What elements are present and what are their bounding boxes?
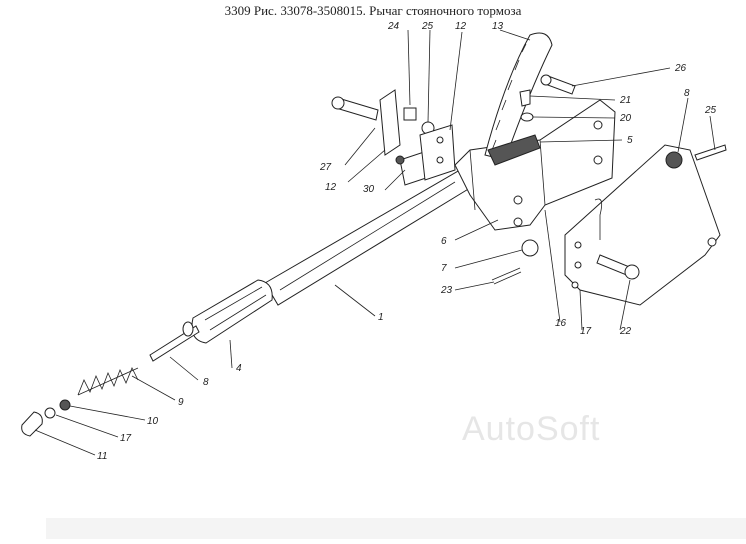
- callout-13: 12: [455, 21, 467, 32]
- callout-11: 11: [97, 451, 107, 462]
- callout-1: 1: [378, 312, 384, 323]
- ratchet-sector: [484, 32, 553, 161]
- leader-lines: [34, 29, 716, 456]
- callout-8-right: 8: [684, 88, 690, 99]
- callout-9: 9: [178, 397, 184, 408]
- callout-30: 30: [363, 184, 375, 195]
- lever-body: [454, 99, 616, 231]
- callout-labels: 27 12 30 24 25 12 13 26 21 20 5 6 7 23 1…: [97, 21, 717, 462]
- nut-8b: [665, 151, 683, 169]
- watermark: AutoSoft: [462, 410, 601, 448]
- callout-27: 26: [674, 63, 687, 74]
- washer-17b: [520, 112, 534, 122]
- bolt-27: [519, 74, 576, 122]
- nut-30: [395, 155, 405, 165]
- nut-10: [59, 399, 71, 411]
- callout-12: 12: [325, 182, 337, 193]
- callout-5: 8: [203, 377, 209, 388]
- callout-21: 22: [619, 326, 632, 337]
- bolt-21: [596, 254, 640, 280]
- callout-25: 25: [704, 105, 717, 116]
- callout-23: 25: [421, 21, 434, 32]
- callout-16: 17: [580, 326, 592, 337]
- cap-11: [21, 411, 43, 437]
- bolt-20: [519, 89, 531, 107]
- callout-8-left: 7: [441, 263, 447, 274]
- spacer-22: [403, 107, 417, 121]
- caption-bar: [46, 518, 746, 539]
- pin-25: [694, 144, 727, 161]
- callout-17-top: 20: [619, 113, 632, 124]
- callout-17-bottom: 17: [120, 433, 132, 444]
- callout-20: 21: [619, 95, 631, 106]
- figure-caption: 3309 Рис. 33078-3508015. Рычаг стояночно…: [224, 3, 522, 18]
- callout-14: 13: [492, 21, 504, 32]
- handle-grip: [191, 279, 273, 344]
- callout-4: 4: [236, 363, 242, 374]
- callout-6: 5: [627, 135, 633, 146]
- nut-8a: [521, 239, 539, 257]
- pawl-plate: [487, 134, 541, 166]
- callout-26: 27: [319, 162, 332, 173]
- callout-10: 10: [147, 416, 159, 427]
- callout-15: 16: [555, 318, 567, 329]
- bracket-assembly: [331, 89, 456, 186]
- release-rod: [149, 321, 200, 362]
- cotter-pin-24: [491, 267, 522, 285]
- callout-24: 23: [440, 285, 453, 296]
- spring: [77, 367, 139, 396]
- washer-17: [44, 407, 56, 419]
- callout-22: 24: [387, 21, 400, 32]
- callout-7: 6: [441, 236, 447, 247]
